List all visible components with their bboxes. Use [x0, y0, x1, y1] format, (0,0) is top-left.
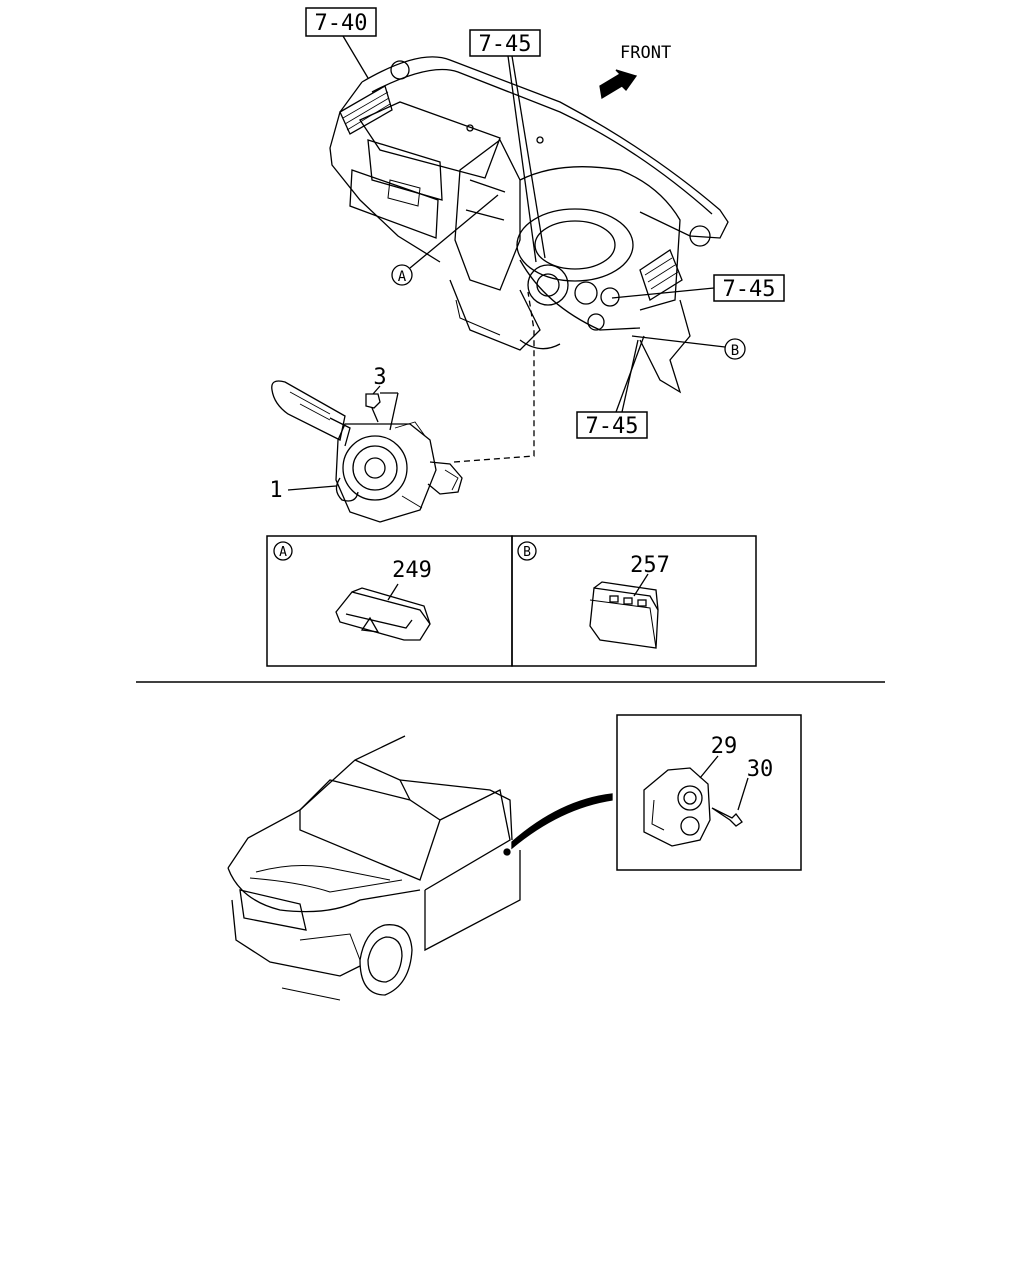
reference-box-7-40: 7-40	[305, 7, 377, 79]
dashboard-illustration	[329, 56, 729, 394]
reference-label: 7-45	[723, 277, 776, 302]
detail-box-a: A	[266, 535, 513, 667]
front-label: FRONT	[620, 43, 671, 63]
svg-text:A: A	[279, 545, 287, 560]
vehicle-illustration	[227, 735, 613, 1001]
callout-a: A	[391, 194, 499, 286]
part-number-249: 249	[392, 558, 432, 583]
reference-label: 7-45	[586, 414, 639, 439]
callout-b: B	[631, 335, 746, 360]
reference-box-7-45-top: 7-45	[469, 29, 546, 263]
svg-text:B: B	[731, 343, 739, 359]
part-number-1: 1	[269, 478, 282, 503]
reference-label: 7-40	[315, 11, 368, 36]
part-number-3: 3	[373, 365, 386, 390]
leader-1	[287, 485, 337, 491]
part-number-29: 29	[711, 734, 738, 759]
part-number-257: 257	[630, 553, 670, 578]
part-number-30: 30	[747, 757, 774, 782]
combination-switch-illustration	[271, 291, 535, 523]
reference-box-7-45-bottom: 7-45	[576, 335, 648, 439]
detail-box-door-switch	[616, 714, 802, 871]
leader-3	[372, 385, 381, 395]
svg-text:B: B	[523, 545, 531, 560]
reference-box-7-45-right: 7-45	[611, 274, 785, 302]
svg-text:A: A	[398, 269, 407, 285]
reference-label: 7-45	[479, 32, 532, 57]
detail-box-b: B	[511, 535, 757, 667]
